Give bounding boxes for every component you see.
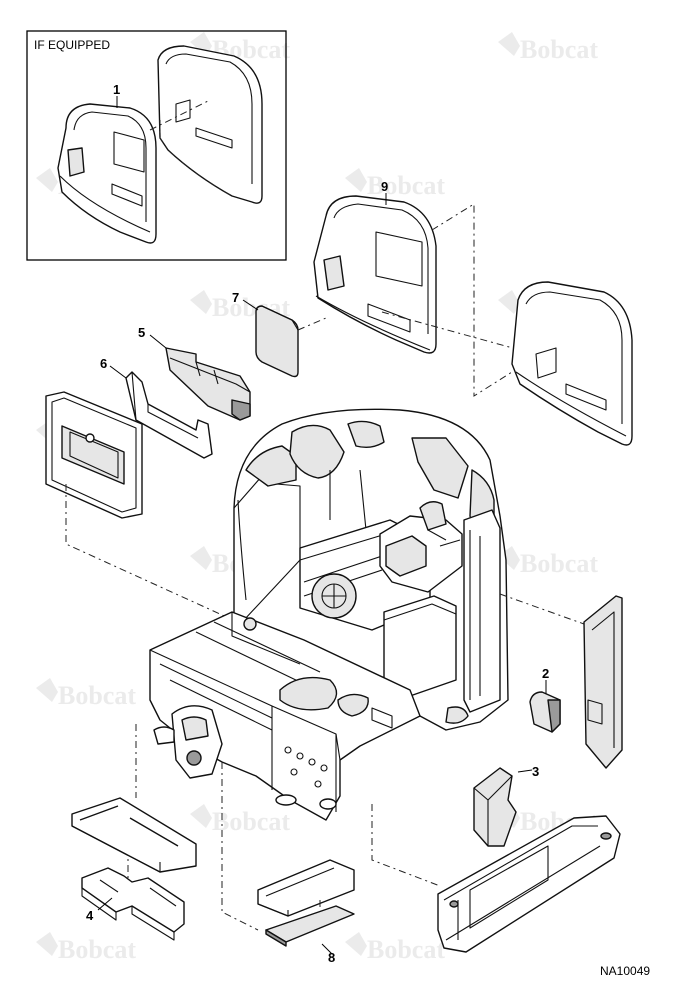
part-7-cushion [255, 305, 299, 378]
part-5-block [165, 347, 251, 421]
watermark-text: Bobcat [367, 171, 445, 200]
floor-frame [149, 611, 421, 821]
part-4-plate [81, 867, 185, 941]
rear-access-panel [45, 391, 143, 519]
part-2-block [529, 691, 561, 733]
rear-seat-shell [511, 281, 633, 446]
bobcat-logo-icon [190, 290, 212, 314]
watermark-text: Bobcat [520, 549, 598, 578]
bobcat-logo-icon [498, 290, 520, 314]
callout-8-label: 8 [328, 950, 335, 965]
bobcat-logo-icon [498, 546, 520, 570]
inset-rear-shell [157, 45, 263, 204]
floor-plate-left [71, 797, 197, 873]
bobcat-logo-icon [36, 168, 58, 192]
inset-front-shell [57, 103, 157, 244]
watermark-text: Bobcat [58, 935, 136, 964]
small-plate [257, 859, 355, 917]
callout-7-label: 7 [232, 290, 239, 305]
part-3-wedge [473, 767, 517, 847]
callout-5-label: 5 [138, 325, 145, 340]
bobcat-logo-icon [190, 804, 212, 828]
seat-frame-assembly [233, 408, 509, 731]
callout-1-label: 1 [113, 82, 120, 97]
bobcat-logo-icon [190, 546, 212, 570]
inset-title: IF EQUIPPED [34, 38, 110, 52]
callout-2-label: 2 [542, 666, 549, 681]
bobcat-logo-icon [345, 168, 367, 192]
callout-4-label: 4 [86, 908, 94, 923]
bobcat-logo-icon [36, 932, 58, 956]
callout-6-label: 6 [100, 356, 107, 371]
watermark-text: Bobcat [367, 935, 445, 964]
bobcat-logo-icon [36, 678, 58, 702]
part-9-seat-shell-front [313, 195, 437, 354]
bobcat-logo-icon [345, 932, 367, 956]
watermark-text: Bobcat [520, 35, 598, 64]
bobcat-logo-icon [498, 32, 520, 56]
inset-box: IF EQUIPPED 1 [26, 30, 287, 261]
watermark-text: Bobcat [212, 807, 290, 836]
callout-3-label: 3 [532, 764, 539, 779]
lower-right-cover [437, 815, 621, 953]
part-6-bracket [125, 371, 213, 459]
callout-9-label: 9 [381, 179, 388, 194]
drawing-number: NA10049 [600, 964, 650, 978]
part-8-strip [265, 905, 355, 947]
right-side-cover [583, 595, 623, 769]
watermark-text: Bobcat [58, 681, 136, 710]
